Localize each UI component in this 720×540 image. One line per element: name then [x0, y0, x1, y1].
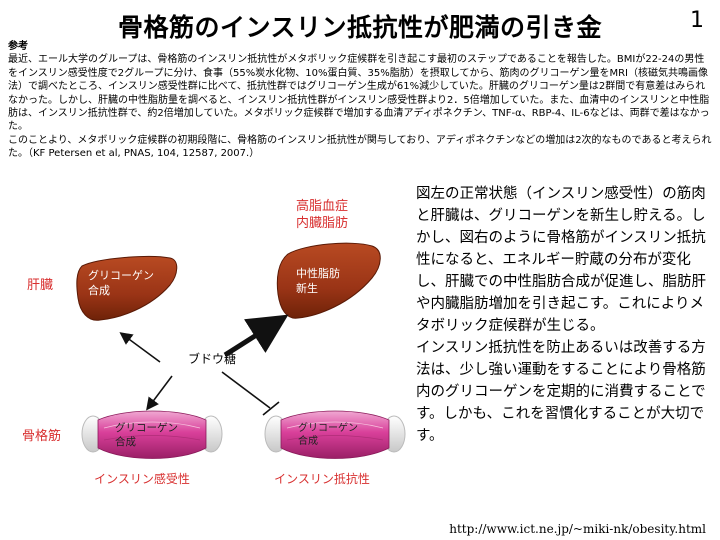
explanation-block: 図左の正常状態（インスリン感受性）の筋肉と肝臓は、グリコーゲンを新生し貯える。し… — [416, 183, 708, 447]
muscle-right-text-line2: 合成 — [298, 434, 318, 447]
muscle-left-text-line2: 合成 — [115, 435, 136, 448]
muscle-right: グリコーゲン 合成 — [264, 410, 406, 459]
reference-paragraph-2: このことより、メタボリック症候群の初期段階に、骨格筋のインスリン抵抗性が関与して… — [8, 134, 712, 160]
glucose-label: ブドウ糖 — [188, 351, 236, 366]
inhibit-bar — [262, 401, 280, 416]
explanation-paragraph-1: 図左の正常状態（インスリン感受性）の筋肉と肝臓は、グリコーゲンを新生し貯える。し… — [416, 186, 706, 334]
liver-left-text-line2: 合成 — [88, 283, 110, 297]
arrow-glucose-to-liver-left — [119, 332, 161, 363]
page-title: 骨格筋のインスリン抵抗性が肥満の引き金 — [117, 13, 602, 42]
muscle-left-text-line1: グリコーゲン — [115, 421, 178, 434]
source-url: http://www.ict.ne.jp/~miki-nk/obesity.ht… — [449, 522, 706, 536]
page-number: 1 — [690, 8, 704, 33]
liver-right-text-line2: 新生 — [296, 281, 318, 295]
arrow-glucose-to-liver-right — [223, 314, 289, 358]
liver-right: 中性脂肪 新生 — [276, 242, 381, 319]
liver-left-text-line1: グリコーゲン — [88, 268, 154, 282]
liver-right-text-line1: 中性脂肪 — [296, 266, 340, 280]
reference-heading: 参考 — [8, 41, 28, 52]
liver-label: 肝臓 — [27, 278, 53, 293]
reference-block: 参考 最近、エール大学のグループは、骨格筋のインスリン抵抗性がメタボリック症候群… — [8, 40, 712, 161]
insulin-resistant-label: インスリン抵抗性 — [274, 471, 370, 486]
muscle-label: 骨格筋 — [22, 428, 61, 444]
inhibit-glucose-to-muscle-right — [221, 371, 271, 409]
visceral-label-line1: 高脂血症 — [296, 198, 348, 214]
energy-distribution-diagram: 高脂血症 内臓脂肪 肝臓 グリコーゲン 合成 中性脂肪 新生 ブドウ糖 骨格筋 … — [22, 198, 406, 486]
arrow-glucose-to-muscle-left — [146, 375, 173, 411]
reference-paragraph-1: 最近、エール大学のグループは、骨格筋のインスリン抵抗性がメタボリック症候群を引き… — [8, 54, 710, 133]
visceral-label-line2: 内臓脂肪 — [296, 215, 348, 231]
explanation-paragraph-2: インスリン抵抗性を防止あるいは改善する方法は、少し強い運動をすることにより骨格筋… — [416, 340, 706, 444]
muscle-left: グリコーゲン 合成 — [81, 410, 223, 459]
liver-left: グリコーゲン 合成 — [76, 255, 178, 321]
muscle-right-text-line1: グリコーゲン — [298, 421, 358, 434]
insulin-sensitive-label: インスリン感受性 — [94, 471, 190, 486]
